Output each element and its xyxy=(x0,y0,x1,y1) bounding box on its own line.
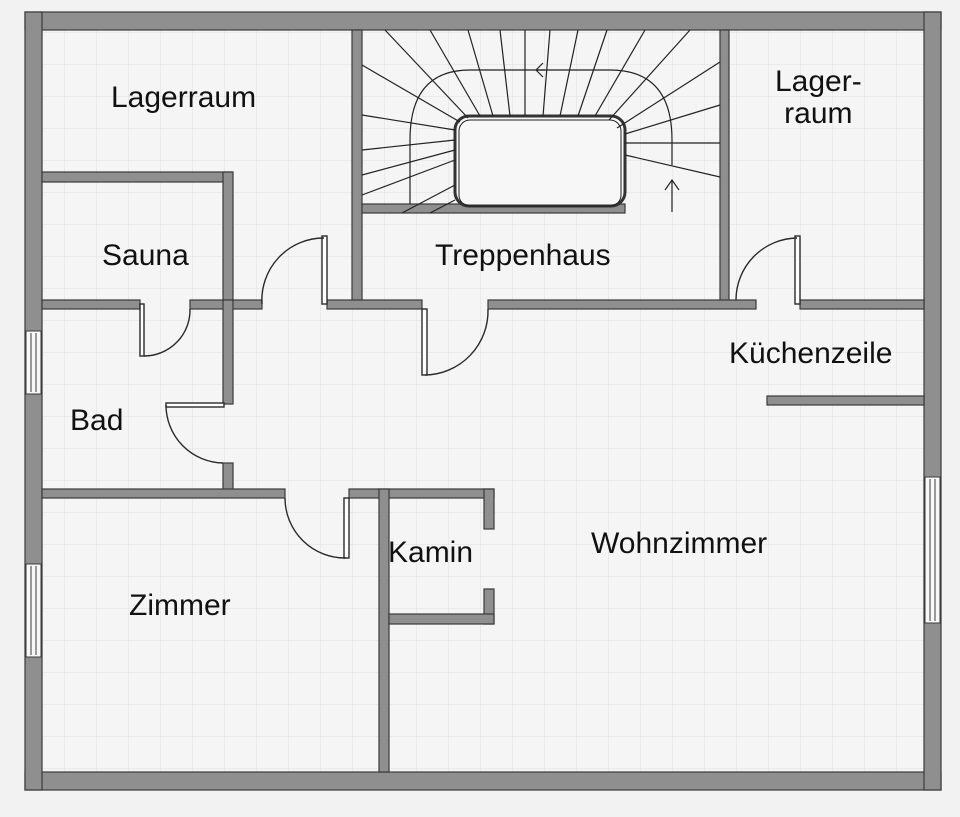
wall-treppen-bottom xyxy=(487,299,757,310)
doors xyxy=(139,235,801,559)
room-label-wohnzimmer: Wohnzimmer xyxy=(591,527,768,560)
stair-tread xyxy=(401,184,456,214)
stair-tread xyxy=(361,114,456,131)
door-treppenhaus[interactable] xyxy=(421,308,489,376)
wall-kueche-divider xyxy=(766,395,925,406)
room-label-lagerraum-ost: Lager- raum xyxy=(775,65,862,130)
stair-tread xyxy=(467,29,494,117)
stair-tread xyxy=(361,64,461,123)
room-label-sauna: Sauna xyxy=(102,239,189,272)
wall-exterior-left xyxy=(24,11,43,791)
wall-exterior-bottom xyxy=(24,771,942,791)
wall-zimmer-top xyxy=(41,488,286,499)
stair-tread xyxy=(608,29,691,121)
stair-tread xyxy=(559,29,579,117)
stair-tread xyxy=(624,104,721,135)
wall-zimmer-right xyxy=(378,488,390,773)
wall-sauna-bottom-a xyxy=(41,299,141,310)
stair-tread xyxy=(499,29,511,117)
window-zimmer xyxy=(25,563,42,658)
stair-tread xyxy=(384,29,469,119)
wall-exterior-top xyxy=(24,11,942,31)
wall-treppen-lager xyxy=(719,29,730,309)
wall-kamin-top xyxy=(348,488,495,499)
door-lagerraum-ost[interactable] xyxy=(735,235,801,305)
stair-tread xyxy=(577,29,608,117)
window-bad xyxy=(25,330,42,395)
arrow-up-icon xyxy=(664,178,680,212)
stair-tread xyxy=(542,29,551,117)
wall-exterior-right xyxy=(923,11,942,791)
room-label-kuechenzeile: Küchenzeile xyxy=(729,337,893,370)
door-lagerraum-west[interactable] xyxy=(261,235,328,305)
wall-sauna-right xyxy=(222,171,234,309)
stair-tread xyxy=(624,154,721,178)
arrow-left-icon xyxy=(535,62,545,78)
windows xyxy=(25,330,941,658)
wall-kamin-right-a xyxy=(483,488,495,530)
room-label-bad: Bad xyxy=(70,404,124,437)
room-label-kamin: Kamin xyxy=(388,536,474,569)
wall-lager-treppen xyxy=(351,29,363,309)
door-zimmer[interactable] xyxy=(284,497,350,559)
room-label-zimmer: Zimmer xyxy=(129,589,231,622)
window-wohnzimmer xyxy=(924,476,941,624)
room-label-lagerraum-west: Lagerraum xyxy=(111,81,257,114)
wall-lager-bottom xyxy=(799,299,925,310)
stair-tread xyxy=(429,29,481,117)
door-bad[interactable] xyxy=(165,402,225,464)
room-label-treppenhaus: Treppenhaus xyxy=(435,239,611,272)
stair-treads xyxy=(361,29,721,214)
wall-corridor-top xyxy=(326,299,423,310)
stair-tread xyxy=(594,29,646,117)
staircase xyxy=(361,29,721,214)
stair-tread xyxy=(361,139,456,151)
stair-tread xyxy=(616,61,721,129)
wall-sauna-top xyxy=(41,171,233,183)
stair-tread xyxy=(361,149,456,176)
wall-kamin-bottom xyxy=(388,613,495,625)
wall-bad-right-a xyxy=(222,299,234,405)
stair-tread xyxy=(361,159,456,196)
stair-well xyxy=(453,114,627,208)
door-sauna[interactable] xyxy=(139,303,191,357)
stair-tread xyxy=(429,199,456,214)
